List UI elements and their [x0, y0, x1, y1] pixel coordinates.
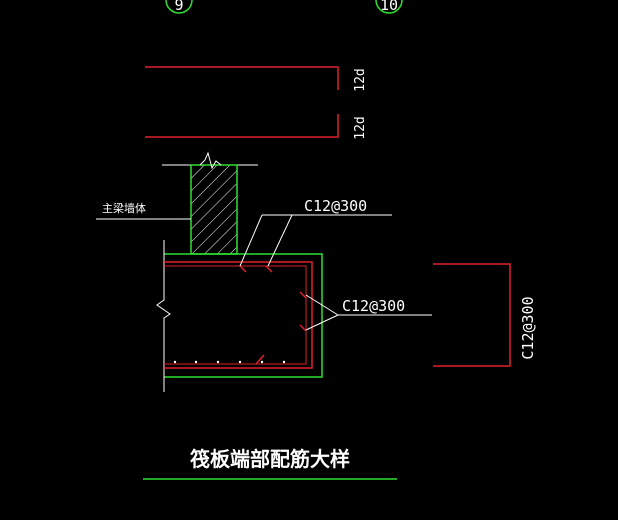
rebar-hook-side-1 [299, 291, 307, 299]
rebar-label-right: C12@300 [519, 296, 537, 359]
slab-rebar-inner [164, 265, 307, 365]
rebar-hook-top-2 [265, 265, 273, 273]
axis-bubble-10: 10 [375, 0, 403, 14]
axis-bubble-9: 9 [165, 0, 193, 14]
bottom-bar-dots [173, 360, 286, 364]
rebar-hook-bottom [255, 354, 265, 365]
bottom-bar-bend [145, 114, 339, 138]
u-bar-detail [433, 263, 511, 367]
dim-12d-top: 12d [353, 68, 368, 91]
wall-section [162, 151, 258, 255]
svg-text:主梁墙体: 主梁墙体 [102, 201, 146, 215]
rebar-hook-side-2 [299, 324, 307, 332]
rebar-label-top: C12@300 [304, 197, 367, 215]
detail-title: 筏板端部配筋大样 [190, 447, 350, 471]
break-line [156, 240, 171, 392]
rebar-hook-top-1 [239, 265, 247, 273]
leader-rebar-side: C12@300 [305, 294, 432, 331]
axis-bubble-9-label: 9 [174, 0, 183, 14]
dim-12d-bottom: 12d [353, 116, 368, 139]
wall-note: 主梁墙体 [96, 201, 191, 220]
rebar-label-side: C12@300 [342, 297, 405, 315]
leader-rebar-top: C12@300 [239, 197, 392, 267]
slab-rebar [164, 261, 313, 369]
slab-outline [164, 253, 323, 378]
axis-bubble-10-label: 10 [380, 0, 398, 14]
top-bar-bend [145, 66, 339, 90]
